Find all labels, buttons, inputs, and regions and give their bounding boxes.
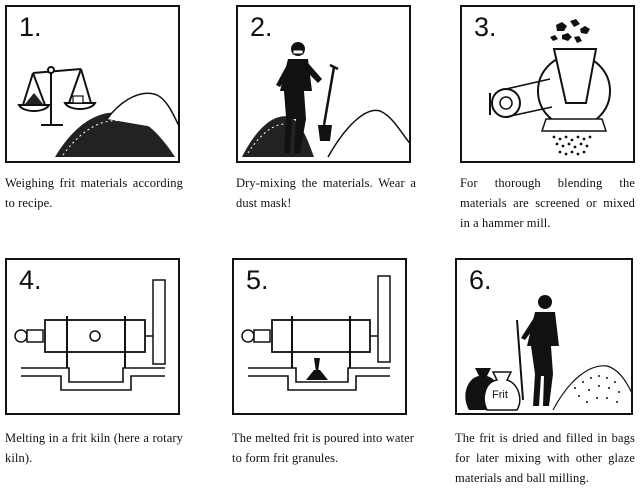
- balance-scale: [17, 66, 97, 126]
- step-1-number: 1.: [19, 12, 42, 42]
- step-6-number: 6.: [469, 265, 492, 295]
- shovel: [318, 63, 339, 141]
- step-4-panel: 4.: [5, 258, 180, 415]
- chimney: [377, 275, 391, 363]
- rotary-kiln-illustration: [14, 279, 166, 391]
- step-5-number: 5.: [246, 265, 269, 295]
- milled-output: [552, 135, 592, 156]
- step-1-panel: 1.: [5, 5, 180, 163]
- molten-frit-stream: [314, 358, 320, 372]
- step-4-number: 4.: [19, 265, 42, 295]
- dry-mixing-illustration: [242, 42, 409, 158]
- shovel-handle: [516, 319, 524, 401]
- raw-material-lumps: [550, 19, 590, 43]
- step-2-panel: 2.: [236, 5, 411, 163]
- step-5-panel: 5.: [232, 258, 407, 415]
- step-2-number: 2.: [250, 12, 273, 42]
- floor-pit: [21, 367, 165, 383]
- frit-quenching-illustration: [241, 275, 391, 391]
- mill-hopper: [552, 48, 598, 104]
- step-3-panel: 3.: [460, 5, 635, 163]
- step-3-number: 3.: [474, 12, 497, 42]
- kiln-drum: [271, 319, 371, 353]
- dried-frit-heap: [552, 365, 631, 411]
- chimney: [152, 279, 166, 365]
- worker-figure: [521, 295, 559, 406]
- step-4-caption: Melting in a frit kiln (here a rotary ki…: [5, 431, 183, 465]
- balance-scale-illustration: [17, 66, 178, 157]
- bagging-illustration: Frit: [465, 295, 631, 411]
- worker-figure: [276, 42, 322, 153]
- step-2-caption: Dry-mixing the materials. Wear a dust ma…: [236, 176, 416, 210]
- bag-label: Frit: [492, 389, 508, 401]
- step-1-caption: Weighing frit materials according to rec…: [5, 176, 183, 210]
- water-tank: [248, 367, 390, 383]
- step-3-caption: For thorough blending the materials are …: [460, 176, 635, 230]
- step-5-caption: The melted frit is poured into water to …: [232, 431, 414, 465]
- frit-bag-labeled: [483, 371, 521, 411]
- hammer-mill-illustration: [489, 19, 611, 156]
- step-6-panel: 6. Frit: [455, 258, 633, 415]
- step-6-caption: The frit is dried and filled in bags for…: [455, 431, 635, 485]
